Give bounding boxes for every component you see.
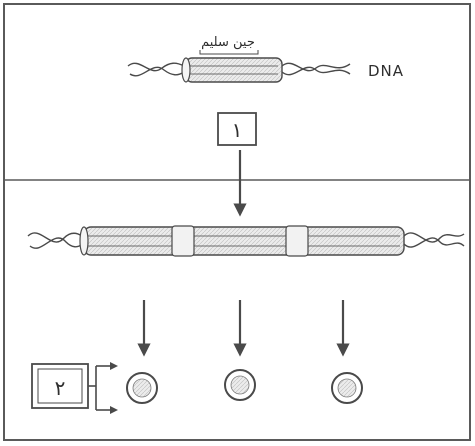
gene-label: جين سليم: [201, 35, 255, 50]
step-2-label: ٢: [55, 376, 66, 400]
step-1-label: ١: [232, 118, 243, 142]
top-dna-helix-right: [282, 63, 350, 74]
bracket-arrow-top: [110, 362, 118, 370]
dna-label: DNA: [368, 62, 404, 80]
middle-dna-helix-left: [28, 233, 82, 248]
protein-cell-2: [225, 370, 255, 400]
middle-dna-helix-right: [404, 233, 464, 247]
replicated-gene-cylinder: [80, 227, 404, 255]
step-2-bracket: [88, 366, 110, 410]
protein-cell-3: [332, 373, 362, 403]
bracket-arrow-bottom: [110, 406, 118, 414]
top-dna-helix-left: [128, 63, 184, 76]
healthy-gene-cylinder: [182, 58, 282, 82]
protein-cell-1: [127, 373, 157, 403]
gene-label-bracket: [200, 50, 258, 54]
